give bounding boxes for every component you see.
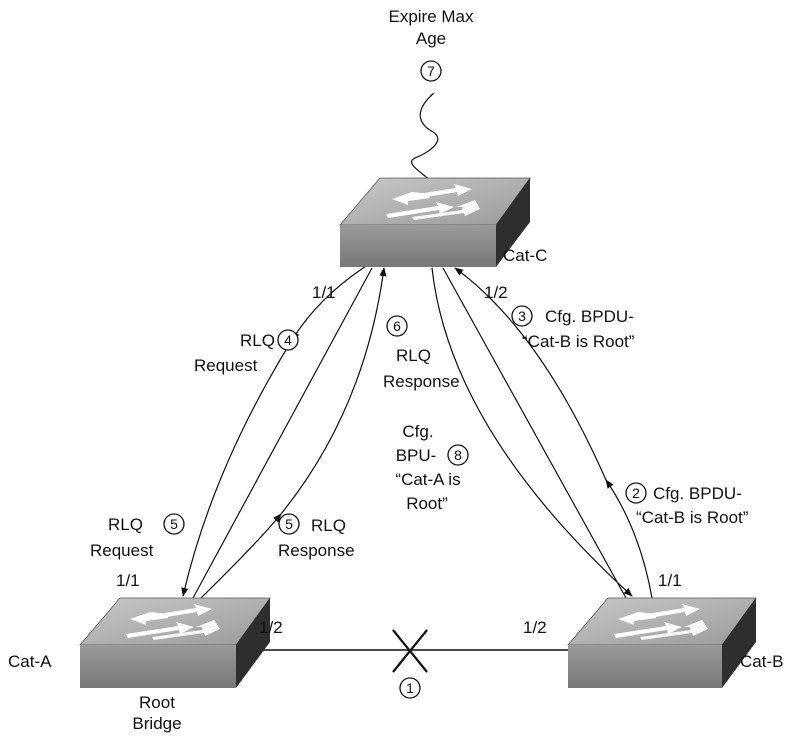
svg-text:8: 8	[454, 447, 462, 463]
arrow-rlq-response-6	[281, 268, 384, 514]
msg-5a-line2: Request	[90, 541, 154, 560]
svg-text:4: 4	[284, 332, 292, 348]
msg-5b-line1: RLQ	[311, 516, 346, 535]
svg-text:3: 3	[518, 308, 526, 324]
step-1-marker: 1	[400, 678, 420, 698]
step-2-marker: 2	[626, 483, 646, 503]
cat-b-port-1-2: 1/2	[523, 618, 547, 637]
cat-c-port-1-2: 1/2	[484, 283, 508, 302]
svg-text:1: 1	[406, 680, 414, 696]
msg-4-line2: Request	[194, 356, 258, 375]
arrow-rlq-request-5	[183, 340, 292, 596]
msg-6-line2: Response	[383, 372, 460, 391]
switch-cat-a	[80, 598, 270, 688]
svg-text:7: 7	[427, 63, 435, 79]
msg-3-line2: “Cat-B is Root”	[522, 332, 635, 351]
step-5a-marker: 5	[164, 514, 184, 534]
msg-2-line2: “Cat-B is Root”	[636, 508, 749, 527]
svg-text:5: 5	[170, 516, 178, 532]
svg-text:5: 5	[285, 516, 293, 532]
cat-a-port-1-2: 1/2	[259, 618, 283, 637]
cat-a-label: Cat-A	[8, 652, 52, 671]
msg-5b-line2: Response	[278, 541, 355, 560]
root-bridge-label-2: Bridge	[132, 714, 181, 733]
step-8-marker: 8	[448, 445, 468, 465]
root-bridge-label-1: Root	[139, 693, 175, 712]
switch-cat-c	[340, 178, 530, 267]
expire-label-1: Expire Max	[388, 7, 474, 26]
msg-4-line1: RLQ	[240, 331, 275, 350]
arrow-rlq-response-5	[201, 514, 281, 598]
expire-label-2: Age	[416, 29, 446, 48]
msg-5a-line1: RLQ	[108, 515, 143, 534]
msg-3-line1: Cfg. BPDU-	[545, 307, 634, 326]
msg-8-line3: “Cat-A is	[395, 470, 460, 489]
svg-text:6: 6	[393, 318, 401, 334]
cat-c-port-1-1: 1/1	[312, 283, 336, 302]
cat-a-port-1-1: 1/1	[116, 571, 140, 590]
cat-b-label: Cat-B	[740, 652, 783, 671]
step-7-marker: 7	[421, 61, 441, 81]
svg-text:2: 2	[632, 485, 640, 501]
step-3-marker: 3	[512, 306, 532, 326]
cat-b-port-1-1: 1/1	[658, 571, 682, 590]
msg-6-line1: RLQ	[396, 346, 431, 365]
arrow-cfg-bpdu-3	[455, 268, 606, 480]
step-5b-marker: 5	[279, 514, 299, 534]
cat-c-label: Cat-C	[503, 246, 547, 265]
switch-cat-b	[568, 598, 756, 688]
arrow-rlq-request-4	[292, 266, 366, 340]
msg-8-line1: Cfg.	[402, 422, 433, 441]
msg-8-line2: BPU-	[396, 446, 437, 465]
link-failure-x	[393, 630, 427, 672]
step-6-marker: 6	[387, 316, 407, 336]
msg-8-line4: Root”	[406, 494, 448, 513]
msg-2-line1: Cfg. BPDU-	[653, 484, 742, 503]
step-4-marker: 4	[278, 330, 298, 350]
